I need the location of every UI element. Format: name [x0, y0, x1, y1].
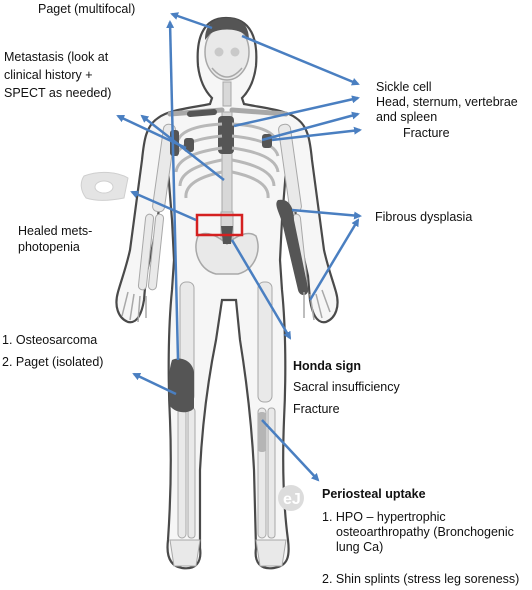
arrow-periosteal: [261, 419, 320, 482]
skull-lesion: [205, 18, 249, 40]
label-honda-sign: Honda sign: [293, 359, 362, 373]
label-osteosarcoma: 1. Osteosarcoma: [2, 333, 98, 347]
label-fracture-upper: Fracture: [403, 126, 450, 140]
label-sickle-detail-line2: and spleen: [376, 110, 438, 124]
arrow-sickle-skull: [241, 34, 360, 86]
annotation-arrows: [116, 12, 362, 482]
label-metastasis-line1: Metastasis (look at: [4, 50, 109, 64]
arrow-healed-mets: [130, 190, 197, 222]
arrow-honda-sign: [230, 239, 292, 340]
arrow-paget-multifocal-long: [166, 20, 180, 361]
arrow-sickle-sternum: [233, 95, 360, 128]
label-fibrous-dysplasia: Fibrous dysplasia: [375, 210, 473, 224]
label-hpo-line3: lung Ca): [336, 540, 384, 554]
label-healed-mets-line1: Healed mets-: [18, 224, 93, 238]
arrow-fibrous-lower: [308, 218, 360, 301]
label-shin-splints: 2. Shin splints (stress leg soreness): [322, 572, 520, 586]
eye-socket-left: [214, 47, 224, 57]
arrow-paget-multifocal: [170, 12, 213, 30]
label-metastasis-line3: SPECT as needed): [4, 86, 112, 100]
tibia-uptake: [258, 412, 266, 452]
jaw: [211, 67, 243, 78]
rib-lesion-right: [262, 134, 272, 148]
cervical-spine: [222, 81, 232, 107]
left-arm: [137, 123, 176, 291]
label-healed-mets-line2: photopenia: [18, 240, 80, 254]
honda-sign-box: [195, 213, 244, 237]
label-hpo-line1: 1. HPO – hypertrophic: [322, 510, 446, 524]
watermark-logo: [278, 485, 304, 511]
right-hand: [303, 289, 331, 321]
right-foot: [255, 539, 287, 567]
label-periosteal-uptake: Periosteal uptake: [322, 487, 426, 501]
rib-lesion-left: [184, 138, 194, 152]
arrow-metastasis-spine: [140, 114, 225, 181]
left-foot: [169, 539, 201, 567]
arrow-fibrous-upper: [291, 208, 362, 220]
arrow-osteosarcoma: [132, 372, 177, 396]
label-sacral-insufficiency: Sacral insufficiency: [293, 380, 400, 394]
label-metastasis-line2: clinical history +: [4, 68, 93, 82]
label-metastasis: Metastasis (look at clinical history + S…: [4, 50, 111, 101]
label-paget-isolated: 2. Paget (isolated): [2, 355, 104, 369]
fibrous-dysplasia-lesion: [276, 199, 309, 296]
label-sickle-detail-line1: Head, sternum, vertebrae: [376, 95, 518, 109]
label-fracture-lower: Fracture: [293, 402, 340, 416]
arrow-fracture-rib: [271, 126, 362, 142]
femur-lesion: [168, 358, 194, 413]
eye-socket-right: [230, 47, 240, 57]
watermark-text: eJ: [283, 491, 301, 508]
arrow-sickle-rib-right: [261, 111, 360, 142]
pelvis: [195, 232, 259, 275]
clavicle-lesion: [187, 109, 217, 117]
label-sickle-cell: Sickle cell: [376, 80, 432, 94]
healed-bone-hole: [94, 180, 114, 194]
label-hpo-line2: osteoarthropathy (Bronchogenic: [336, 525, 514, 539]
left-hand: [121, 291, 147, 323]
label-paget-multifocal: Paget (multifocal): [38, 2, 136, 16]
